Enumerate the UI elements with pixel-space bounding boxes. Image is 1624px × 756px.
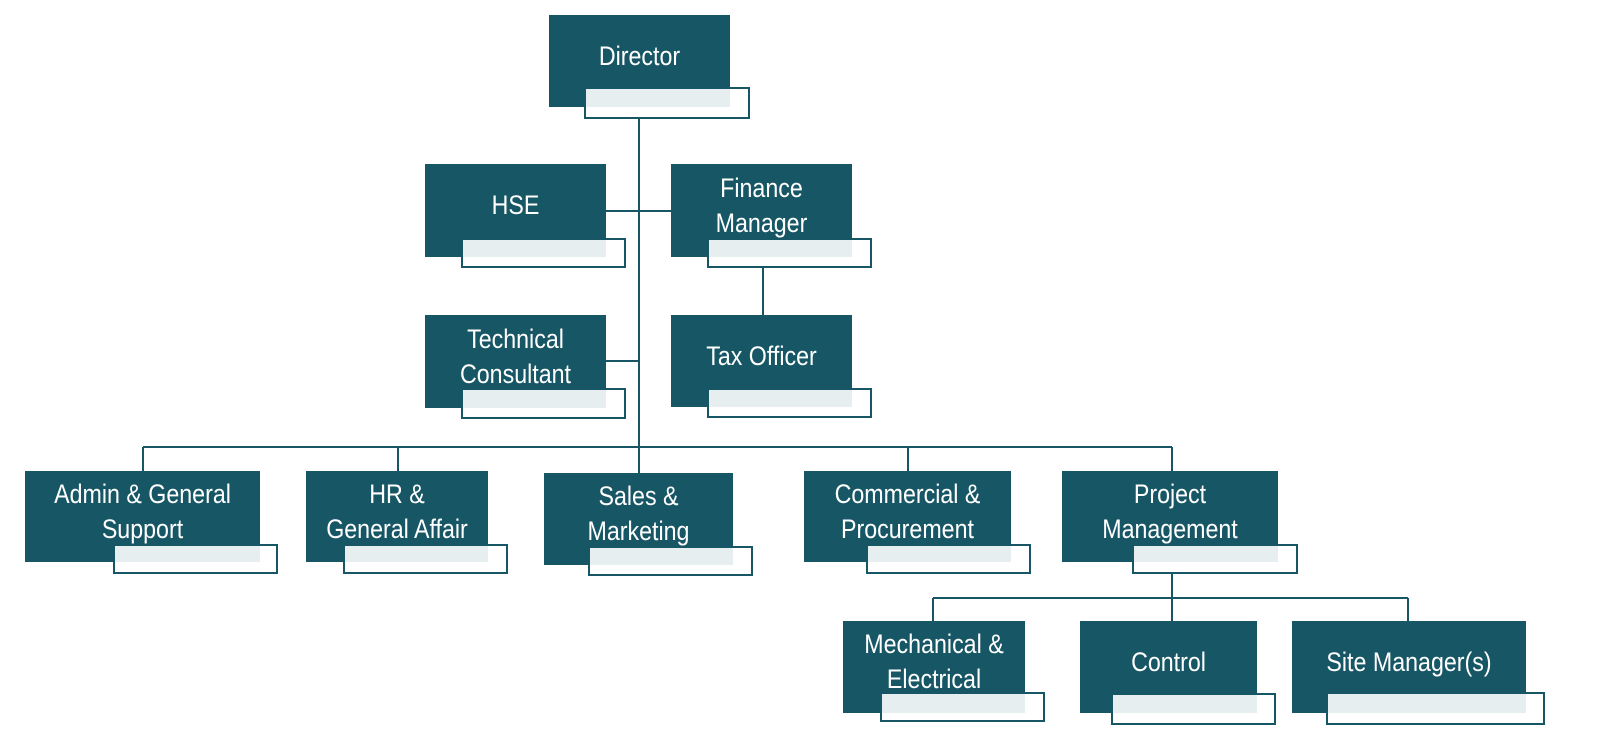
node-label: Sales & Marketing (587, 481, 690, 546)
node-label: Site Manager(s) (1326, 646, 1492, 677)
node-label: Director (598, 40, 681, 71)
node-accent-fill (461, 238, 606, 257)
node-accent-outline (461, 388, 626, 419)
node-accent-outline (1326, 692, 1545, 725)
node-accent-outline (707, 388, 872, 418)
node-accent-outline (707, 238, 872, 268)
node-accent-fill (461, 388, 606, 408)
node-accent-outline (461, 238, 626, 268)
node-accent-outline (866, 544, 1031, 574)
node-accent-fill (880, 692, 1025, 713)
node-accent-fill (1326, 692, 1526, 713)
node-accent-fill (866, 544, 1011, 562)
node-label: Mechanical & Electrical (864, 629, 1004, 694)
node-accent-outline (113, 544, 278, 574)
node-accent-fill (707, 388, 852, 407)
node-label: Control (1131, 646, 1206, 677)
node-accent-outline (584, 87, 750, 119)
node-accent-fill (707, 238, 852, 257)
node-accent-outline (1111, 693, 1276, 725)
node-accent-fill (1132, 544, 1278, 562)
node-accent-outline (588, 546, 753, 576)
node-label: Commercial & Procurement (834, 478, 981, 544)
node-accent-outline (343, 544, 508, 574)
node-accent-fill (113, 544, 260, 562)
node-accent-fill (1111, 693, 1257, 713)
node-accent-fill (584, 87, 730, 107)
node-label: Project Management (1102, 478, 1238, 544)
node-label: HSE (491, 190, 540, 220)
node-accent-fill (343, 544, 488, 562)
node-label: Tax Officer (706, 340, 817, 371)
node-label: Admin & General Support (54, 478, 231, 544)
node-label: HR & General Affair (326, 478, 468, 544)
node-label: Technical Consultant (459, 323, 572, 389)
node-accent-outline (880, 692, 1045, 722)
node-label: Finance Manager (715, 172, 808, 238)
node-accent-outline (1132, 544, 1298, 574)
node-accent-fill (588, 546, 733, 565)
